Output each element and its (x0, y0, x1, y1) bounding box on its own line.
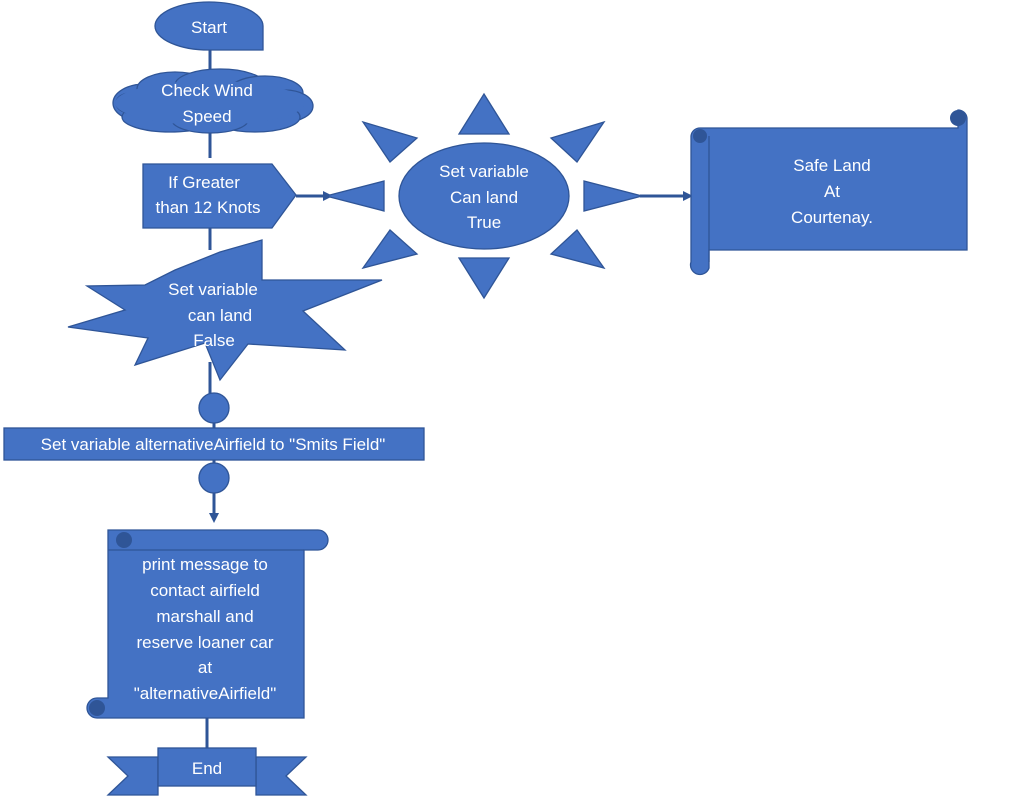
set-true-line-3: True (467, 213, 501, 232)
connector-circle-2 (198, 462, 230, 494)
safe-land-line-1: Safe Land (793, 156, 871, 175)
decision-node: If Greater than 12 Knots (142, 163, 297, 229)
print-msg-node: print message to contact airfield marsha… (86, 529, 329, 719)
set-alt-node: Set variable alternativeAirfield to "Smi… (3, 427, 425, 461)
decision-line-1: If Greater (168, 173, 240, 192)
check-wind-node: Check Wind Speed (112, 68, 314, 134)
end-label: End (192, 759, 222, 778)
set-false-node: Set variable can land False (67, 239, 383, 382)
decision-line-2: than 12 Knots (156, 198, 261, 217)
print-msg-line-5: at (198, 658, 212, 677)
print-msg-line-4: reserve loaner car (136, 633, 273, 652)
safe-land-line-2: At (824, 182, 840, 201)
print-msg-line-1: print message to (142, 555, 268, 574)
set-alt-label: Set variable alternativeAirfield to "Smi… (41, 435, 386, 454)
connector-circle-1 (198, 392, 230, 424)
print-msg-line-6: "alternativeAirfield" (134, 684, 276, 703)
set-true-node: Set variable Can land True (323, 92, 645, 300)
start-label: Start (191, 18, 227, 37)
set-false-line-1: Set variable (168, 280, 258, 299)
set-false-line-2: can land (188, 306, 252, 325)
set-false-line-3: False (193, 331, 235, 350)
set-true-line-2: Can land (450, 188, 518, 207)
check-wind-line-2: Speed (182, 107, 231, 126)
print-msg-line-2: contact airfield (150, 581, 260, 600)
set-true-line-1: Set variable (439, 162, 529, 181)
start-node: Start (154, 1, 264, 51)
safe-land-node: Safe Land At Courtenay. (689, 109, 968, 276)
safe-land-line-3: Courtenay. (791, 208, 873, 227)
print-msg-line-3: marshall and (156, 607, 253, 626)
end-node: End (106, 747, 308, 796)
check-wind-line-1: Check Wind (161, 81, 253, 100)
